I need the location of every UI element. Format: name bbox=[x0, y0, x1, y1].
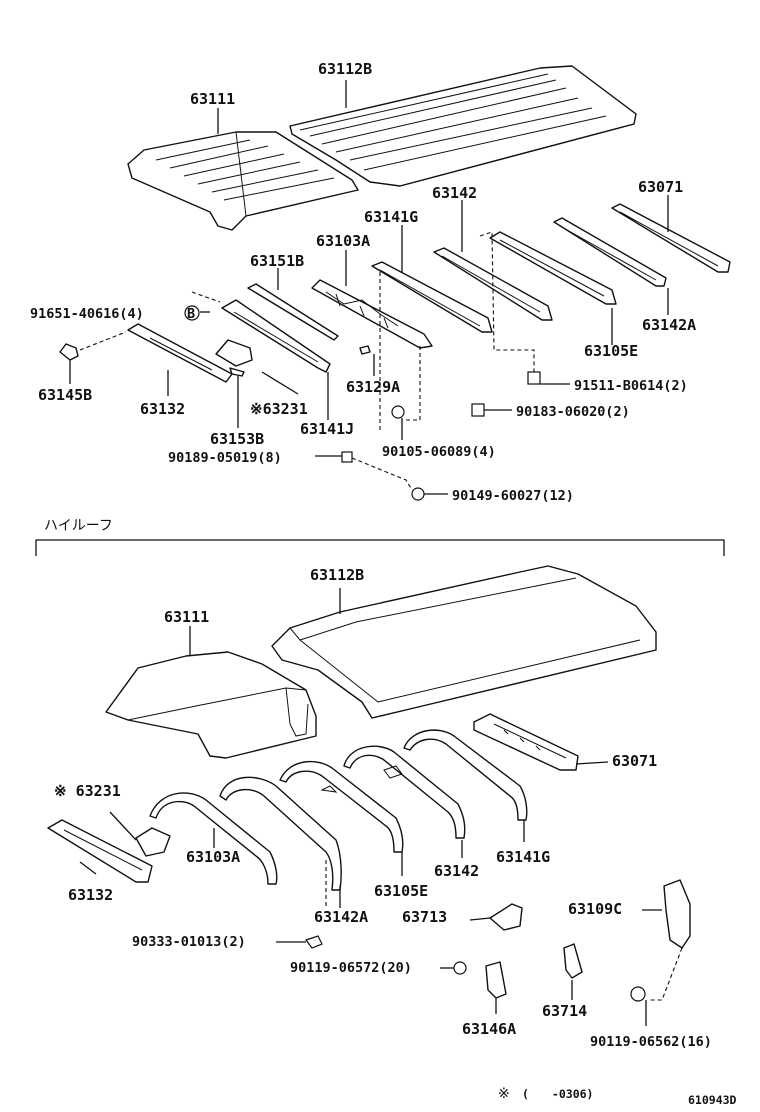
label-63141G-std: 63141G bbox=[364, 208, 418, 226]
label-63071-std: 63071 bbox=[638, 178, 683, 196]
footnote: ※ ( -0306) 610943D bbox=[498, 1086, 737, 1107]
circle-b-marker bbox=[184, 305, 200, 321]
arched-bows-high bbox=[149, 729, 528, 891]
label-63103A-std: 63103A bbox=[316, 232, 370, 250]
small-parts-high bbox=[47, 819, 691, 999]
label-63142A-std: 63142A bbox=[642, 316, 696, 334]
label-63111-std: 63111 bbox=[190, 90, 235, 108]
label-63141J: 63141J bbox=[300, 420, 354, 438]
label-90183-06020: 90183-06020(2) bbox=[516, 404, 630, 420]
label-63109C: 63109C bbox=[568, 900, 622, 918]
roof-panel-front-high bbox=[105, 651, 317, 759]
label-63231-high: ※ 63231 bbox=[54, 782, 121, 800]
label-90333-01013: 90333-01013(2) bbox=[132, 934, 246, 950]
part-labels-std: 63112B 63111 63142 63071 63141G 63103A 6… bbox=[30, 60, 696, 504]
roof-panel-front-std bbox=[127, 131, 359, 231]
section-bracket bbox=[35, 539, 725, 556]
label-63142-high: 63142 bbox=[434, 862, 479, 880]
fasteners-std bbox=[341, 371, 541, 501]
section-title-high-roof: ハイルーフ bbox=[44, 518, 113, 534]
label-63141G-high: 63141G bbox=[496, 848, 550, 866]
footnote-range: ( -0306) bbox=[522, 1087, 593, 1101]
leader-lines-std bbox=[69, 80, 669, 495]
label-63151B: 63151B bbox=[250, 252, 304, 270]
label-63713: 63713 bbox=[402, 908, 447, 926]
bow-63071-high bbox=[473, 713, 579, 771]
label-circle-b: B bbox=[187, 306, 195, 322]
figure-id: 610943D bbox=[688, 1093, 737, 1107]
roof-bows-std bbox=[59, 203, 731, 383]
label-63231-std: ※63231 bbox=[250, 400, 308, 418]
label-63129A: 63129A bbox=[346, 378, 400, 396]
label-63153B: 63153B bbox=[210, 430, 264, 448]
label-63146A: 63146A bbox=[462, 1020, 516, 1038]
label-63105E-high: 63105E bbox=[374, 882, 428, 900]
label-90189-05019: 90189-05019(8) bbox=[168, 450, 282, 466]
label-63103A-high: 63103A bbox=[186, 848, 240, 866]
label-90119-06562: 90119-06562(16) bbox=[590, 1034, 712, 1050]
label-63145B: 63145B bbox=[38, 386, 92, 404]
roof-panel-rear-high bbox=[271, 565, 657, 719]
label-63071-high: 63071 bbox=[612, 752, 657, 770]
label-91511-B0614: 91511-B0614(2) bbox=[574, 378, 688, 394]
leader-lines-high bbox=[79, 588, 683, 1026]
label-63714: 63714 bbox=[542, 1002, 587, 1020]
label-63132-high: 63132 bbox=[68, 886, 113, 904]
label-90149-60027: 90149-60027(12) bbox=[452, 488, 574, 504]
label-63132-std: 63132 bbox=[140, 400, 185, 418]
label-91651-40616: 91651-40616(4) bbox=[30, 306, 144, 322]
fasteners-high bbox=[305, 935, 646, 1002]
roof-panel-rear-std bbox=[289, 65, 637, 187]
footnote-mark: ※ bbox=[498, 1086, 510, 1102]
label-63112B-std: 63112B bbox=[318, 60, 372, 78]
part-labels-high: 63112B 63111 63071 ※ 63231 63103A 63142 … bbox=[54, 566, 712, 1050]
label-63142A-high: 63142A bbox=[314, 908, 368, 926]
label-63142-std: 63142 bbox=[432, 184, 477, 202]
label-63111-high: 63111 bbox=[164, 608, 209, 626]
label-63112B-high: 63112B bbox=[310, 566, 364, 584]
label-90105-06089: 90105-06089(4) bbox=[382, 444, 496, 460]
label-90119-06572: 90119-06572(20) bbox=[290, 960, 412, 976]
label-63105E-std: 63105E bbox=[584, 342, 638, 360]
